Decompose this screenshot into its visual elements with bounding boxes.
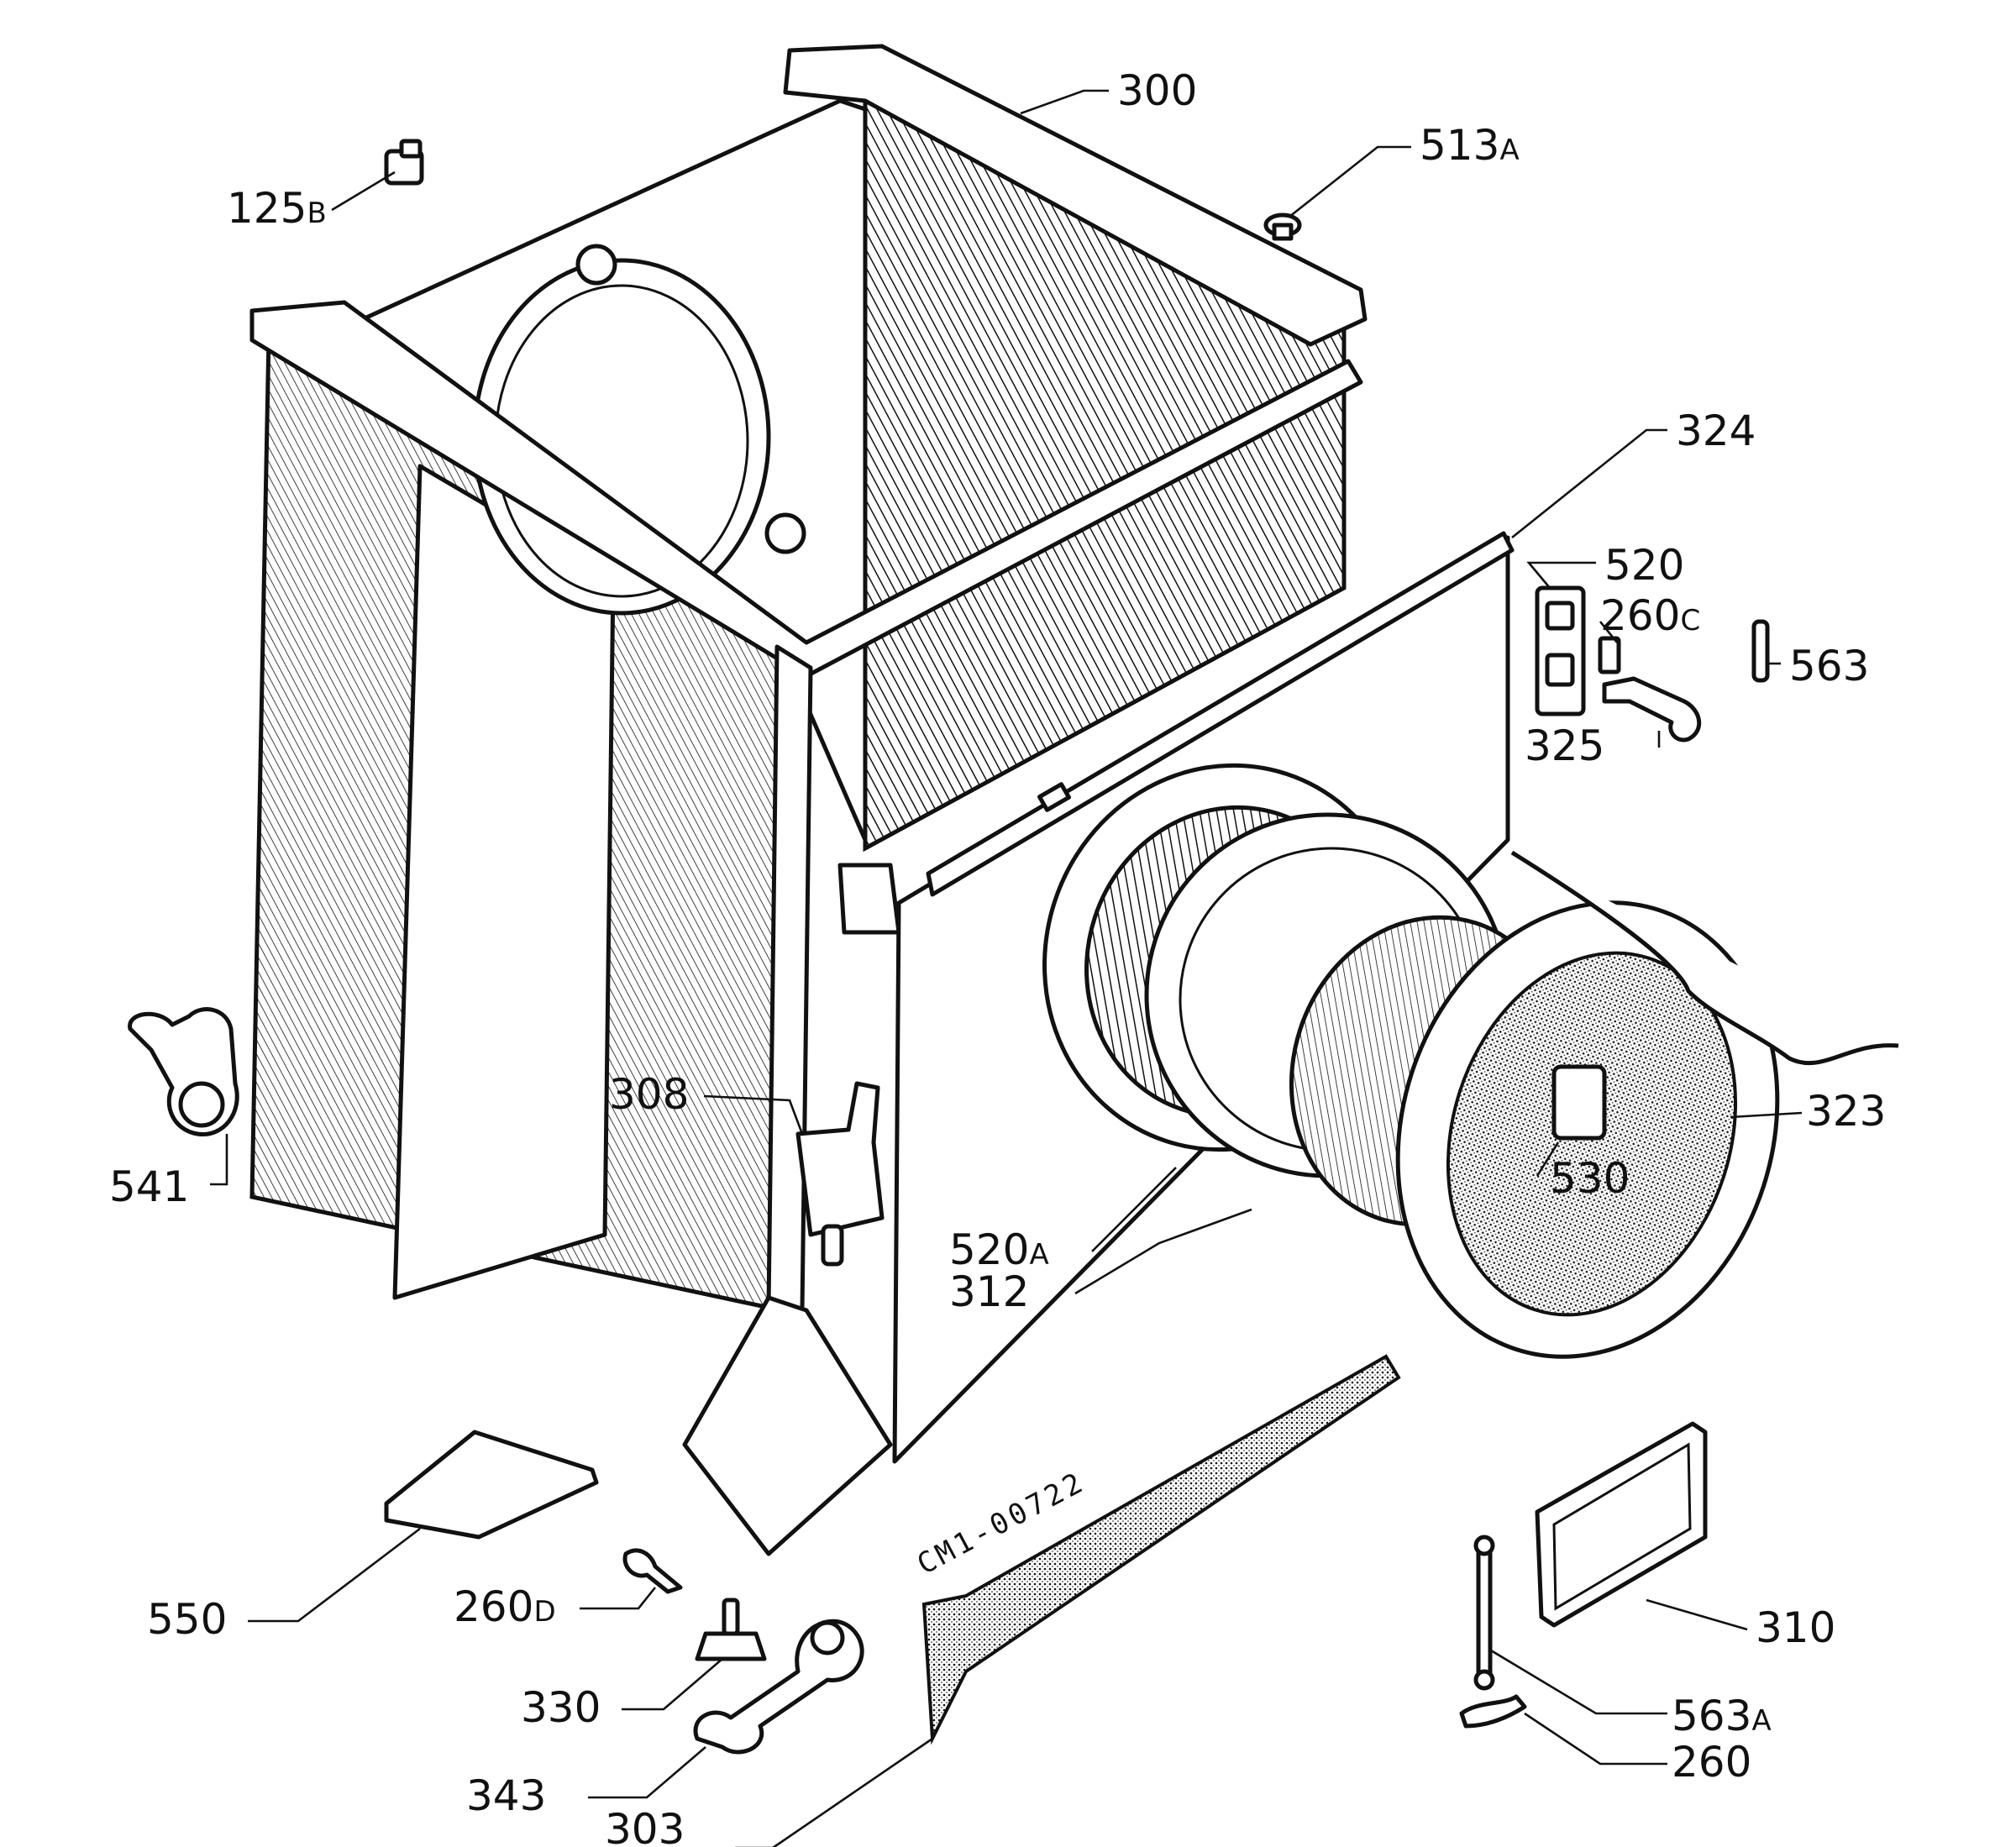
drain-hose (1510, 850, 1899, 1066)
callout-550: 550 (147, 1595, 227, 1644)
callout-343: 343 (466, 1771, 546, 1820)
clip-260 (1459, 1694, 1527, 1729)
callout-323: 323 (1806, 1087, 1886, 1136)
door-assembly (1042, 763, 1780, 1359)
mount-hole (575, 244, 617, 286)
kick-plate-303 (921, 1354, 1401, 1745)
knob-513a (1263, 213, 1302, 241)
callout-563a: 563A (1672, 1692, 1772, 1740)
callout-300: 300 (1117, 66, 1197, 115)
rod-563a (1473, 1535, 1495, 1691)
callout-312: 312 (949, 1267, 1029, 1316)
callout-330: 330 (521, 1683, 601, 1732)
callout-520a: 520A (949, 1225, 1049, 1274)
callout-563: 563 (1789, 642, 1869, 690)
callout-303: 303 (605, 1805, 685, 1847)
door-lock-308 (795, 1081, 885, 1267)
door-catch-520 (1535, 585, 1586, 716)
cabinet-assembly (249, 44, 1368, 1556)
hose-bracket-541 (128, 1007, 239, 1137)
callout-260d: 260D (454, 1582, 556, 1631)
callout-260: 260 (1672, 1738, 1751, 1787)
kick-plate-face (921, 1354, 1401, 1745)
callout-labels: 300 513A 125B 324 520 260C 563 325 308 3… (109, 66, 1886, 1847)
callout-125b: 125B (227, 184, 327, 233)
cabinet-front-post (766, 644, 813, 1313)
door-lever-325 (1602, 676, 1702, 742)
front-panel-top-flange (926, 531, 1515, 897)
clip-260c (1598, 636, 1621, 674)
clip-125b (384, 139, 424, 186)
callout-310: 310 (1756, 1603, 1835, 1652)
mount-hole (764, 512, 806, 554)
callout-520: 520 (1604, 541, 1684, 590)
cabinet-top-rail (249, 300, 1363, 679)
cabinet-top-frame (783, 44, 1368, 347)
clip-260d (622, 1548, 683, 1594)
cabinet-lower-bracket (837, 863, 901, 935)
pin-563 (1751, 619, 1770, 683)
leader-lines (210, 89, 1803, 1847)
spanner-343 (693, 1619, 864, 1755)
adjustable-foot-330 (695, 1598, 767, 1661)
callout-260c: 260C (1600, 591, 1700, 640)
callout-324: 324 (1676, 407, 1756, 455)
plinth-bracket-550 (384, 1430, 599, 1540)
callout-541: 541 (109, 1162, 189, 1211)
cabinet-base (682, 1295, 893, 1556)
front-panel-slot (1037, 782, 1071, 812)
callout-513a: 513A (1420, 121, 1520, 170)
callout-325: 325 (1525, 721, 1604, 770)
filter-cover-310 (1535, 1421, 1708, 1628)
callout-308: 308 (609, 1070, 689, 1119)
callout-530: 530 (1550, 1154, 1630, 1203)
door-handle (1551, 1064, 1607, 1141)
